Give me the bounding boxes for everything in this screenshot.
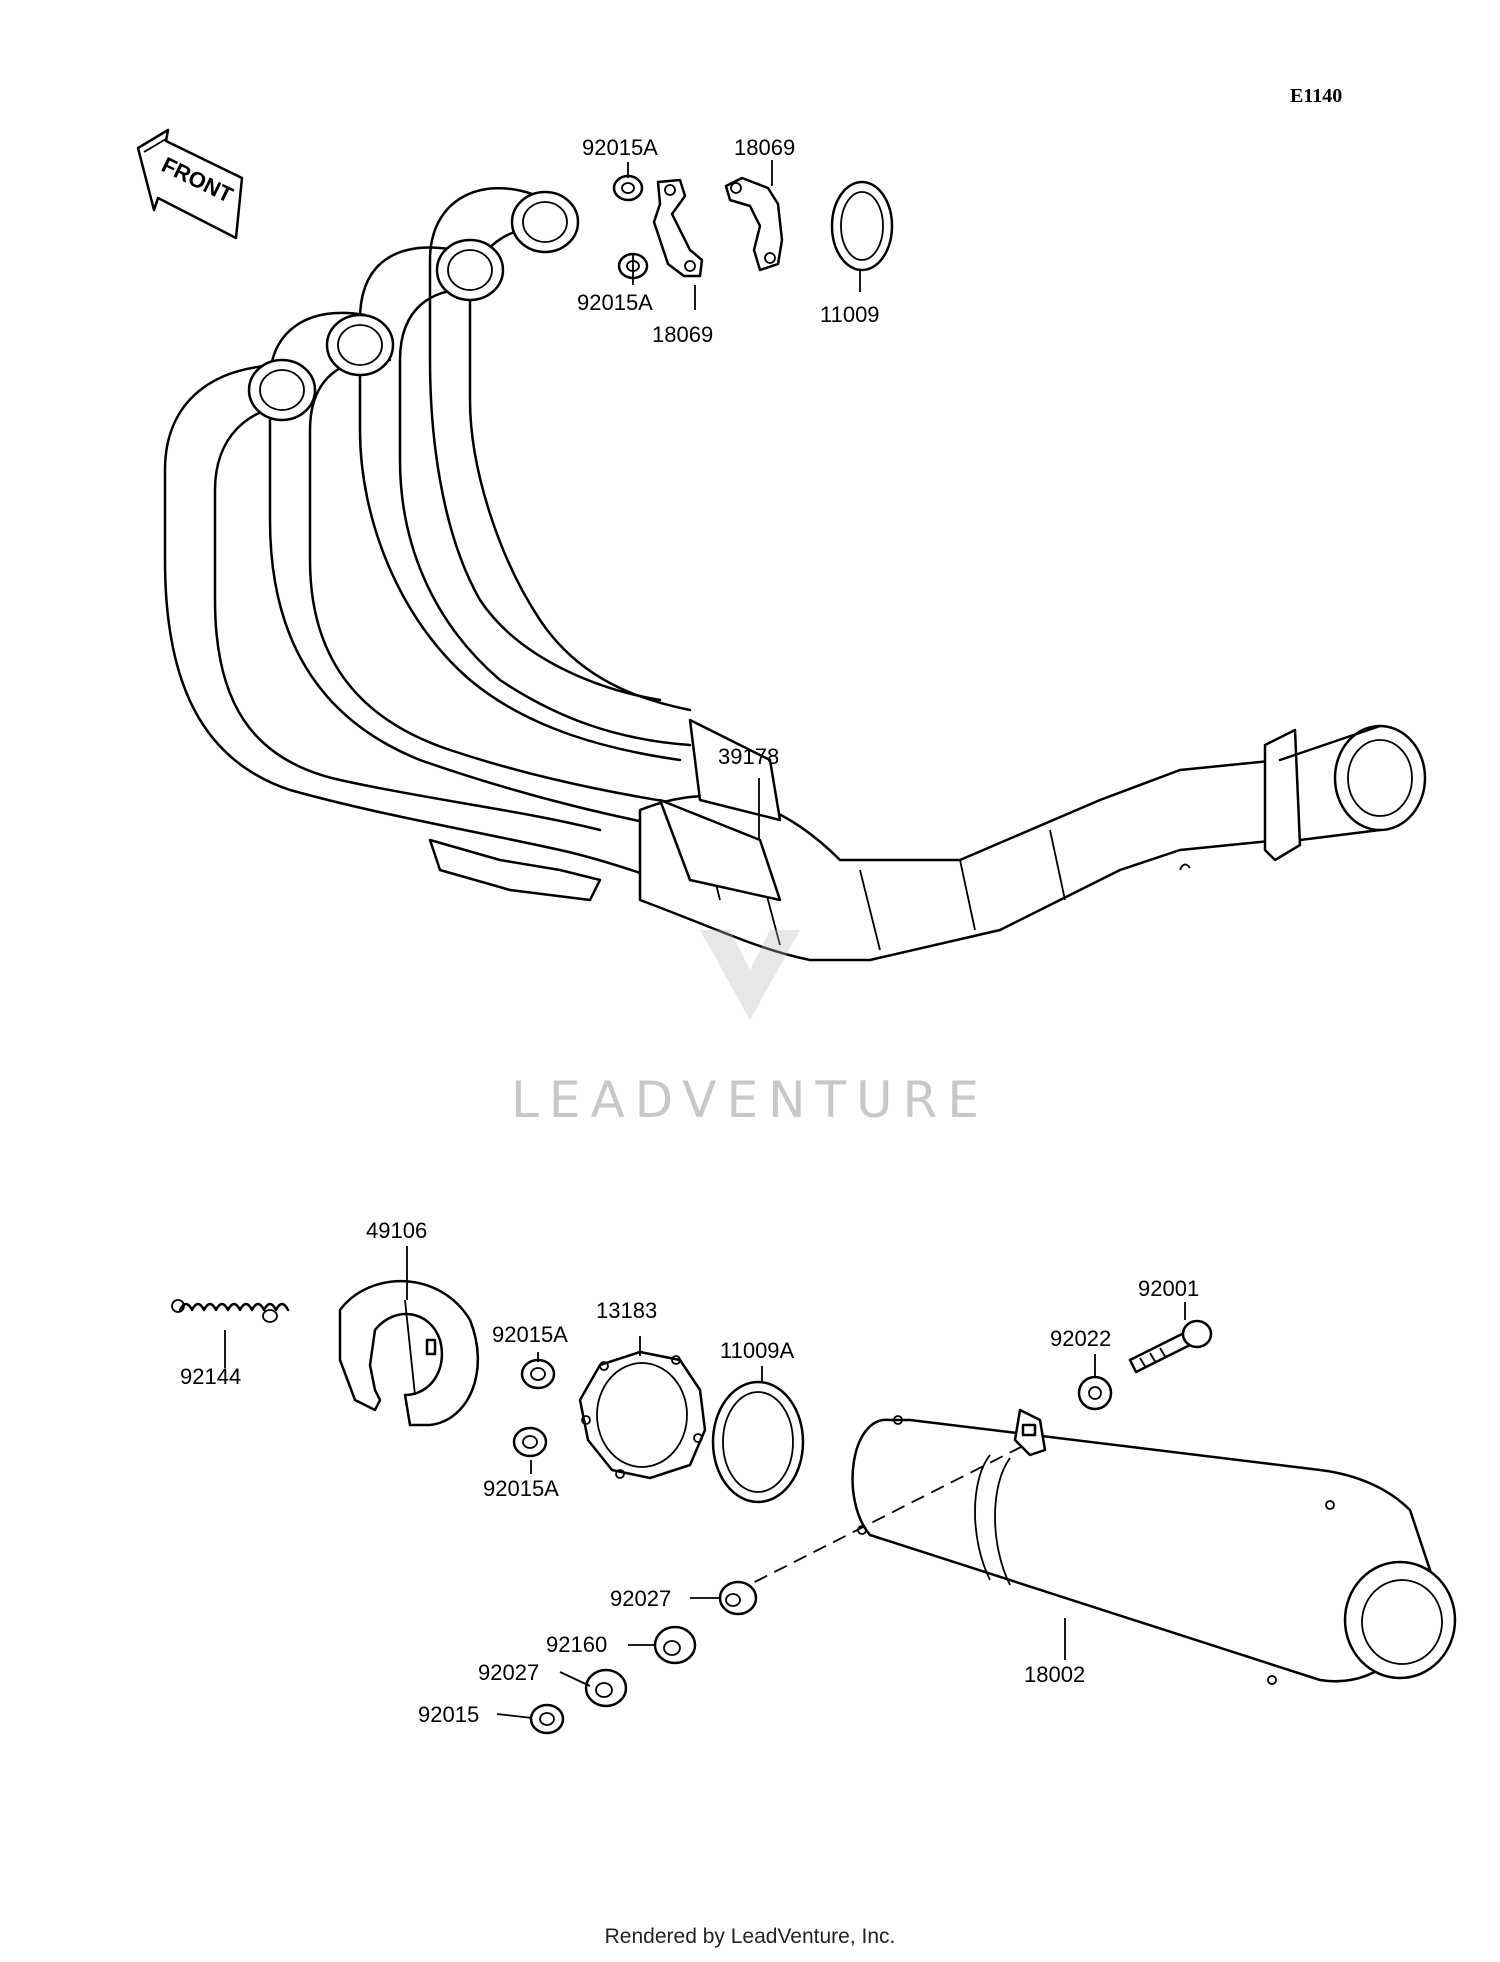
callout-18069-top[interactable]: 18069 [734, 135, 795, 160]
connector-pipes[interactable] [658, 718, 782, 902]
callout-92015[interactable]: 92015 [418, 1702, 479, 1727]
exhaust-valve-49106[interactable] [338, 1280, 479, 1427]
holder-bracket-1[interactable] [652, 178, 704, 278]
grommet-92027-a[interactable] [718, 1580, 758, 1616]
collar-92160[interactable] [653, 1625, 697, 1665]
callout-92015a-mid[interactable]: 92015A [577, 290, 653, 315]
callout-92015a-left-top[interactable]: 92015A [492, 1322, 568, 1347]
callout-18002[interactable]: 18002 [1024, 1662, 1085, 1687]
callout-92027-left[interactable]: 92027 [478, 1660, 539, 1685]
front-arrow-icon: FRONT [136, 128, 244, 240]
grommet-92027-b[interactable] [584, 1668, 628, 1708]
washer-92022[interactable] [1077, 1375, 1113, 1411]
bolt-92001[interactable] [1128, 1319, 1213, 1374]
nut-top[interactable] [612, 174, 644, 202]
callout-18069-bottom[interactable]: 18069 [652, 322, 713, 347]
cover-13183[interactable] [578, 1350, 707, 1480]
callout-49106[interactable]: 49106 [366, 1218, 427, 1243]
callout-11009[interactable]: 11009 [820, 302, 880, 327]
callout-92022[interactable]: 92022 [1050, 1326, 1111, 1351]
exhaust-header-pipes[interactable] [163, 186, 1427, 962]
watermark: LEADVENTURE [511, 1071, 989, 1129]
spring-92144[interactable] [171, 1299, 290, 1323]
callout-92015a-top[interactable]: 92015A [582, 135, 658, 160]
leader-lines [224, 160, 1186, 1719]
callout-92001[interactable]: 92001 [1138, 1276, 1199, 1301]
callout-13183[interactable]: 13183 [596, 1298, 657, 1323]
nut-92015a-b[interactable] [512, 1426, 548, 1458]
callout-11009a[interactable]: 11009A [720, 1338, 795, 1363]
callout-92015a-left-bottom[interactable]: 92015A [483, 1476, 559, 1501]
nut-92015a-a[interactable] [520, 1358, 556, 1390]
callout-92027-right[interactable]: 92027 [610, 1586, 671, 1611]
nut-92015[interactable] [529, 1703, 565, 1735]
holder-bracket-2[interactable] [724, 176, 784, 272]
callout-92160[interactable]: 92160 [546, 1632, 607, 1657]
callout-39178[interactable]: 39178 [718, 744, 779, 769]
footer-credit: Rendered by LeadVenture, Inc. [605, 1925, 896, 1948]
gasket-11009[interactable] [830, 180, 894, 272]
diagram-code: E1140 [1290, 85, 1342, 107]
muffler-18002[interactable] [734, 1408, 1457, 1685]
callout-92144[interactable]: 92144 [180, 1364, 241, 1389]
gasket-11009a[interactable] [711, 1380, 805, 1504]
watermark-logo-icon [700, 930, 800, 1020]
